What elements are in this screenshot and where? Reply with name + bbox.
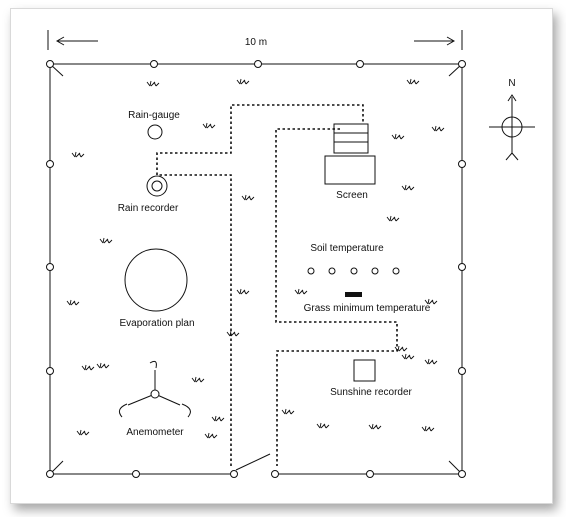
grass-minimum-temperature-label: Grass minimum temperature (304, 303, 431, 314)
compass-north-label: N (508, 78, 515, 89)
grass-tuft (204, 432, 218, 439)
compass-tail (511, 152, 519, 161)
north-arrow-icon (507, 94, 517, 102)
anemometer-icon (118, 360, 191, 418)
grass-tuft (401, 353, 415, 360)
screen-label: Screen (336, 190, 368, 201)
scale-left-arrowhead (55, 36, 65, 46)
compass-tail (505, 152, 513, 161)
fence-gate (235, 453, 271, 471)
grass-tuft (406, 78, 420, 85)
grass-tuft (71, 151, 85, 158)
compass-rose (489, 94, 535, 161)
fence-post (230, 470, 238, 478)
fence-post (254, 60, 262, 68)
grass-tuft (146, 80, 160, 87)
grass-tuft (202, 122, 216, 129)
sunshine-recorder-label: Sunshine recorder (330, 387, 412, 398)
grass-tuft (431, 125, 445, 132)
grass-tuft (424, 358, 438, 365)
screen-icon (324, 123, 376, 185)
grass-tuft (191, 376, 205, 383)
fence-post (150, 60, 158, 68)
soil-temperature-label: Soil temperature (310, 243, 384, 254)
fence-post (458, 367, 466, 375)
grass-tuft (66, 299, 80, 306)
grass-tuft (316, 422, 330, 429)
grass-tufts (66, 78, 445, 439)
grass-tuft (81, 364, 95, 371)
grass-tuft (236, 78, 250, 85)
grass-tuft (226, 330, 240, 337)
grass-tuft (211, 415, 225, 422)
rain-gauge-icon (147, 124, 163, 140)
fence-outline (49, 63, 463, 475)
grass-tuft (281, 408, 295, 415)
grass-tuft (368, 423, 382, 430)
fence-post (46, 470, 54, 478)
scale-label: 10 m (245, 37, 267, 48)
soil-thermometer (392, 267, 400, 275)
fence-post (458, 60, 466, 68)
soil-thermometer (307, 267, 315, 275)
soil-temperature-thermometers (307, 267, 400, 275)
grass-minimum-thermometer-icon (345, 292, 362, 297)
rain-recorder-icon (146, 175, 168, 197)
dotted-paths (156, 104, 398, 466)
grass-tuft (394, 345, 408, 352)
fence-post (458, 160, 466, 168)
fence-post (458, 470, 466, 478)
fence-enclosure (49, 63, 463, 475)
scale-right-arrowhead (446, 36, 456, 46)
rain-gauge-label: Rain-gauge (128, 110, 180, 121)
fence-post (271, 470, 279, 478)
grass-tuft (76, 429, 90, 436)
soil-thermometer (371, 267, 379, 275)
path-east (275, 128, 398, 466)
fence-post (458, 263, 466, 271)
fence-post (46, 60, 54, 68)
soil-thermometer (350, 267, 358, 275)
grass-tuft (236, 288, 250, 295)
fence-post (46, 160, 54, 168)
evaporation-pan-icon (124, 248, 188, 312)
soil-thermometer (328, 267, 336, 275)
fence-post (356, 60, 364, 68)
fence-post (46, 263, 54, 271)
fence-post (132, 470, 140, 478)
grass-tuft (386, 215, 400, 222)
sunshine-recorder-icon (353, 359, 376, 382)
grass-tuft (421, 425, 435, 432)
path-west (156, 104, 364, 466)
rain-recorder-label: Rain recorder (118, 203, 179, 214)
grass-tuft (401, 184, 415, 191)
grass-tuft (424, 298, 438, 305)
fence-post (366, 470, 374, 478)
fence-posts (46, 60, 466, 478)
fence-post (46, 367, 54, 375)
scale-bar (47, 30, 463, 50)
grass-tuft (241, 194, 255, 201)
grass-tuft (99, 237, 113, 244)
evaporation-pan-label: Evaporation plan (119, 318, 194, 329)
anemometer-label: Anemometer (126, 427, 184, 438)
grass-tuft (96, 362, 110, 369)
grass-tuft (294, 288, 308, 295)
grass-tuft (391, 133, 405, 140)
